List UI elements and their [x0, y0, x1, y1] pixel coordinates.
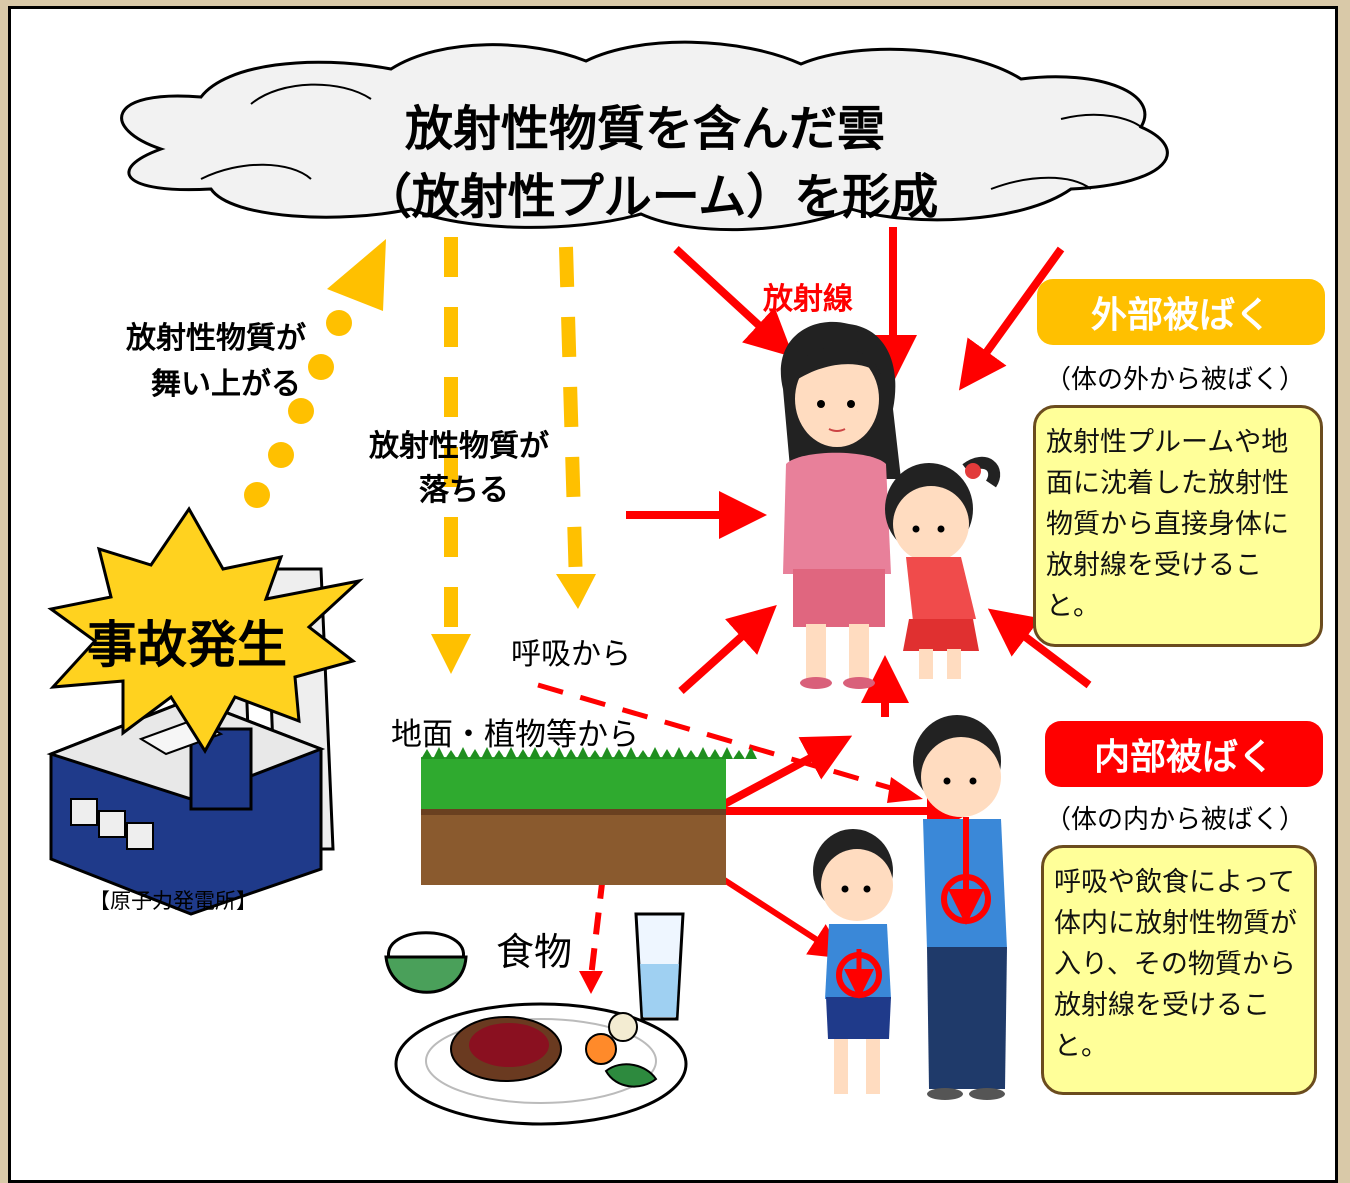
small-boy-figure: [813, 829, 893, 1094]
external-exposure-subtitle: （体の外から被ばく）: [1045, 365, 1306, 395]
internal-exposure-subtitle: （体の内から被ばく）: [1045, 805, 1306, 835]
ground-label: 地面・植物等から: [391, 717, 639, 753]
rise-label-line1: 放射性物質が: [126, 321, 306, 356]
rise-label-line2: 舞い上がる: [151, 367, 301, 402]
cloud-title-line2: （放射性プルーム）を形成: [363, 169, 939, 225]
internal-exposure-badge: 内部被ばく: [1045, 721, 1323, 787]
external-exposure-description: 放射性プルームや地面に沈着した放射性物質から直接身体に放射線を受けること。: [1033, 405, 1323, 647]
radiation-label: 放射線: [763, 282, 853, 317]
plume-cloud: [120, 40, 1169, 232]
accident-burst: [47, 506, 364, 754]
fallout-arrows: [431, 237, 596, 674]
food-illustration: [384, 912, 688, 1126]
diagram-drawing: [46, 40, 1169, 1126]
rising-particles: [244, 239, 386, 508]
cloud-title-line1: 放射性物質を含んだ雲: [404, 101, 885, 157]
food-label: 食物: [496, 930, 573, 974]
plant-caption: 【原子力発電所】: [89, 889, 257, 913]
internal-exposure-description: 呼吸や飲食によって体内に放射性物質が入り、その物質から放射線を受けること。: [1041, 845, 1317, 1095]
nuclear-plant-illustration: [46, 567, 335, 916]
accident-label: 事故発生: [87, 616, 287, 674]
boy-figure: [913, 715, 1007, 1100]
intake-dashed-arrows: [537, 682, 923, 994]
diagram-frame: 放射性物質を含んだ雲 （放射性プルーム）を形成 放射性物質が 舞い上がる 放射性…: [8, 6, 1338, 1183]
fall-label-line2: 落ちる: [419, 473, 509, 508]
fall-label-line1: 放射性物質が: [369, 429, 549, 464]
external-exposure-badge: 外部被ばく: [1037, 279, 1325, 345]
girl-figure: [885, 456, 1001, 679]
breathing-label: 呼吸から: [511, 637, 631, 672]
mother-figure: [780, 321, 901, 689]
ground-plants-illustration: [421, 747, 762, 885]
